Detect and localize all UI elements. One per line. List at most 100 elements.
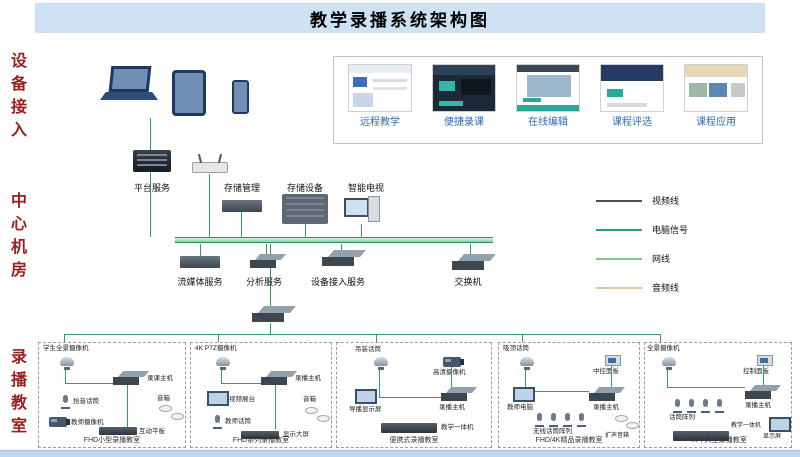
speaker-icon	[159, 405, 172, 412]
classroom-name: 4K中大型录播教室	[689, 437, 747, 444]
microphone-icon	[701, 399, 710, 413]
network-cable-line	[596, 257, 642, 260]
cable	[525, 391, 589, 392]
app-remote-teaching: 远程教学	[342, 64, 418, 128]
teacher-camera-icon	[49, 417, 70, 427]
switch-label: 交换机	[454, 277, 482, 287]
cable-trunk	[270, 244, 271, 306]
device-label: 显示大屏	[283, 431, 309, 438]
app-course-usage: 课程应用	[678, 64, 754, 128]
device-label: 教师电脑	[507, 404, 533, 411]
device-label: 中控面板	[593, 368, 619, 375]
pc-signal-line	[596, 228, 642, 231]
recorder-host-icon	[113, 371, 147, 385]
device-label: 教师摄像机	[71, 419, 104, 426]
device-label: 学生全景摄像机	[43, 345, 89, 352]
microphone-icon	[61, 395, 70, 409]
device-label: 扩声音箱	[605, 433, 630, 439]
recorder-host-icon	[261, 371, 295, 385]
tablet-icon	[172, 70, 206, 116]
classroom-portable: 吊装话筒 高清摄像机 录播主机 导播显示屏 教学一体机 便携式录播教室	[336, 342, 492, 448]
monitor-icon	[355, 389, 377, 404]
microphone-icon	[687, 399, 696, 413]
section-label-classrooms: 录播教室	[8, 348, 25, 440]
smart-tv-icon	[344, 196, 380, 224]
device-label: 高清摄像机	[433, 369, 466, 376]
app-label: 远程教学	[360, 117, 400, 128]
cable	[65, 383, 115, 384]
device-label: 录播主机	[593, 404, 619, 411]
smart-tv-label: 智能电视	[347, 183, 384, 193]
storage-manager-label: 存储管理	[223, 183, 260, 193]
ptz-camera-icon	[215, 357, 231, 370]
classroom-name: 便携式录播教室	[389, 437, 439, 444]
cable	[667, 387, 745, 388]
device-label: 无线话筒阵列	[533, 428, 572, 435]
section-label-core-room: 中心机房	[8, 192, 25, 284]
switch-icon	[452, 254, 492, 271]
control-panel-icon	[605, 355, 621, 366]
microphone-icon	[549, 413, 558, 427]
storage-array-icon	[282, 194, 328, 224]
recorder-host-icon	[441, 387, 475, 401]
app-thumbnail-course-review	[600, 64, 664, 112]
device-label: 视频展台	[229, 396, 255, 403]
app-label: 便捷录课	[444, 117, 484, 128]
app-thumbnail-online-editing	[516, 64, 580, 112]
streaming-server-icon	[180, 256, 220, 268]
cable	[379, 397, 441, 398]
network-bus	[175, 237, 493, 243]
legend-item-network: 网线	[596, 252, 688, 265]
legend-label: 电脑信号	[652, 225, 689, 235]
classroom-fhd-series: 4K PTZ摄像机 录播主机 视频展台 教师话筒 显示大屏 音箱 FHD系列录播…	[190, 342, 332, 448]
section-label-device-access: 设备接入	[8, 52, 25, 144]
device-label: 拾音话筒	[73, 398, 99, 405]
cable	[266, 244, 267, 256]
analysis-server-icon	[250, 254, 284, 268]
dome-camera-icon	[59, 357, 75, 370]
access-service-icon	[322, 250, 362, 267]
cable	[451, 367, 452, 387]
cable	[667, 370, 668, 387]
cable	[150, 172, 151, 237]
laptop-icon	[100, 66, 158, 104]
device-label: 录播主机	[439, 404, 465, 411]
access-service-label: 设备接入服务	[310, 277, 365, 287]
bottom-border-strip	[0, 450, 800, 457]
app-course-review: 课程评选	[594, 64, 670, 128]
teacher-pc-icon	[513, 387, 535, 402]
cable	[525, 370, 526, 391]
dome-camera-icon	[661, 357, 677, 370]
page-title: 教学录播系统架构图	[35, 3, 765, 33]
app-label: 课程应用	[696, 117, 736, 128]
app-label: 在线编辑	[528, 117, 568, 128]
page-title-text: 教学录播系统架构图	[310, 10, 490, 30]
cable	[241, 212, 242, 237]
device-label: 教学一体机	[441, 424, 474, 431]
device-label: 录播主机	[295, 375, 321, 382]
legend-label: 音频线	[652, 283, 680, 293]
microphone-icon	[673, 399, 682, 413]
device-label: 录播主机	[745, 402, 771, 409]
speaker-icon	[626, 422, 639, 429]
video-cable-line	[596, 199, 642, 202]
cable	[270, 323, 271, 334]
cable	[611, 366, 612, 387]
interactive-panel-icon	[99, 427, 137, 435]
legend: 视频线 电脑信号 网线 音频线	[596, 194, 688, 294]
device-label: 4K PTZ摄像机	[195, 345, 237, 352]
display-panel-icon	[241, 431, 279, 439]
cable	[150, 118, 151, 150]
device-label: 吊装话筒	[355, 346, 381, 353]
legend-label: 网线	[652, 254, 671, 264]
hd-camera-icon	[443, 357, 464, 367]
device-label: 全景摄像机	[647, 345, 680, 352]
core-switch-icon	[252, 306, 292, 323]
audio-cable-line	[596, 286, 642, 289]
microphone-icon	[715, 399, 724, 413]
microphone-icon	[213, 415, 222, 429]
legend-item-video: 视频线	[596, 194, 688, 207]
app-thumbnail-remote-teaching	[348, 64, 412, 112]
recorder-host-icon	[745, 385, 779, 399]
